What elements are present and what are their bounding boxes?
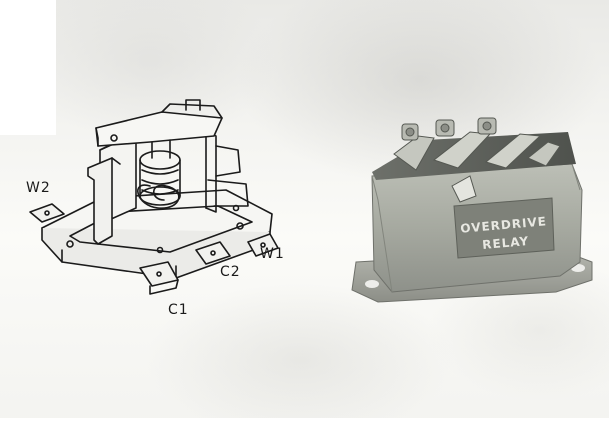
terminal-tab-w2: [29, 203, 65, 223]
coil-spring: [137, 184, 180, 209]
relay-label-line2: RELAY: [482, 234, 530, 252]
relay-terminals: [393, 117, 561, 203]
relay-label-panel: [453, 197, 555, 259]
terminal-tab-c2: [195, 241, 231, 265]
terminal-tab-w1: [247, 233, 279, 257]
page-margin: [0, 0, 56, 135]
page-margin-bottom: [0, 418, 609, 433]
terminal-label-w2: W2: [26, 180, 51, 196]
terminal-label-w1: W1: [260, 246, 285, 262]
terminal-label-c2: C2: [220, 264, 241, 280]
terminal-label-c1: C1: [168, 302, 189, 318]
